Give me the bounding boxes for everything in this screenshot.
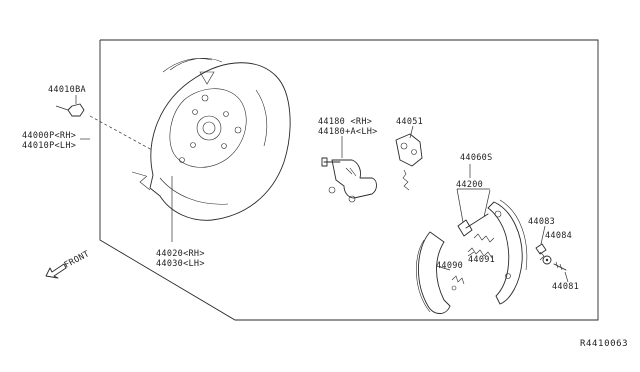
- pin-44081[interactable]: [553, 261, 569, 283]
- brake-shoe-rear[interactable]: [487, 199, 528, 305]
- callout-44180a-lh: 44180+A<LH>: [318, 127, 378, 137]
- callout-44081: 44081: [552, 282, 579, 292]
- hold-down-spring-44090[interactable]: [451, 275, 465, 291]
- front-direction-arrow: FRONT: [45, 249, 92, 279]
- adjuster-lever-44051[interactable]: [395, 125, 423, 191]
- adjuster-strut-44200[interactable]: [456, 188, 495, 243]
- front-label: FRONT: [63, 249, 92, 271]
- callout-44084: 44084: [545, 231, 572, 241]
- brake-shoe-front[interactable]: [416, 231, 451, 314]
- callout-44060s: 44060S: [460, 153, 493, 163]
- callout-44083: 44083: [528, 217, 555, 227]
- callout-labels: 44010BA 44000P<RH> 44010P<LH> 44020<RH> …: [22, 85, 579, 292]
- brake-lever-44180[interactable]: [321, 157, 377, 203]
- callout-44200: 44200: [456, 180, 483, 190]
- assembly-frame: [99, 39, 599, 321]
- callout-44010ba: 44010BA: [48, 85, 86, 95]
- callout-44180-rh: 44180 <RH>: [318, 117, 372, 127]
- leader-lines: [55, 105, 475, 271]
- callout-44090: 44090: [436, 261, 463, 271]
- retainer-44084[interactable]: [542, 255, 552, 265]
- callout-44030-lh: 44030<LH>: [156, 259, 205, 269]
- callout-44091: 44091: [468, 255, 495, 265]
- return-spring-44091[interactable]: [467, 247, 493, 259]
- backing-plate[interactable]: [131, 57, 291, 221]
- bolt-44010ba[interactable]: [67, 95, 85, 117]
- callout-44010p-lh: 44010P<LH>: [22, 141, 76, 151]
- diagram-reference-number: R4410063: [580, 339, 628, 349]
- callout-44020-rh: 44020<RH>: [156, 249, 205, 259]
- spring-44083[interactable]: [535, 225, 547, 261]
- callout-44051: 44051: [396, 117, 423, 127]
- callout-44000p-rh: 44000P<RH>: [22, 131, 76, 141]
